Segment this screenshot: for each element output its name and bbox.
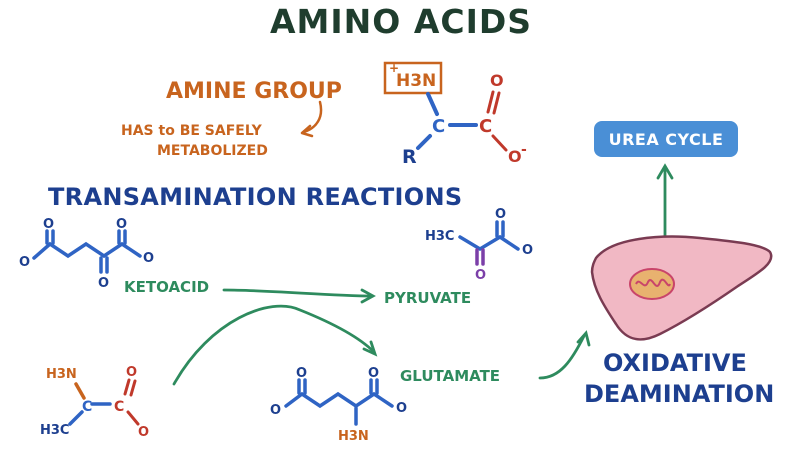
- amine-note-line2: METABOLIZED: [157, 143, 268, 159]
- ketoacid-o-right-top: O: [116, 217, 127, 232]
- oxidative-line2: DEAMINATION: [584, 380, 775, 408]
- amine-highlight-box: [383, 61, 443, 95]
- ketoacid-o-left-top: O: [43, 217, 54, 232]
- pyruvate-o-ketone: O: [475, 268, 486, 283]
- pyruvate-label: PYRUVATE: [384, 289, 472, 307]
- ketoacid-structure: [32, 229, 142, 274]
- amine-label: H3N: [396, 71, 436, 91]
- amine-note-line1: HAS to BE SAFELY: [121, 123, 262, 139]
- pyruvate-o-minus: O: [522, 243, 533, 258]
- alpha-carbon: C: [432, 116, 445, 137]
- glutamate-structure: [284, 378, 394, 426]
- alanine-o-minus: O: [138, 425, 149, 440]
- ketoacid-o-right: O: [143, 251, 154, 266]
- transamination-arrows: [172, 163, 674, 386]
- carboxylate-oxygen: O: [508, 147, 522, 166]
- transamination-heading: TRANSAMINATION REACTIONS: [48, 183, 463, 211]
- glutamate-o-left: O: [270, 403, 281, 418]
- glutamate-o-left-top: O: [296, 366, 307, 381]
- carboxylate-charge: -: [521, 142, 527, 158]
- pyruvate-o-top: O: [495, 207, 506, 222]
- carboxyl-carbon: C: [479, 116, 492, 137]
- ketoacid-o-left: O: [19, 255, 30, 270]
- urea-cycle-box: UREA CYCLE: [594, 121, 738, 157]
- glutamate-label: GLUTAMATE: [400, 367, 501, 385]
- carbonyl-oxygen: O: [490, 71, 504, 90]
- pyruvate-structure: [458, 220, 520, 252]
- glutamate-amine: H3N: [338, 429, 369, 444]
- amine-group-heading: AMINE GROUP: [166, 79, 342, 104]
- ketoacid-o-ketone: O: [98, 276, 109, 291]
- amine-charge: +: [389, 61, 399, 75]
- amine-note-arrow: [302, 100, 323, 134]
- alanine-structure: [68, 378, 140, 426]
- alanine-methyl: H3C: [40, 423, 69, 438]
- oxidative-line1: OXIDATIVE: [603, 349, 747, 377]
- ketoacid-label: KETOACID: [124, 278, 210, 296]
- glutamate-o-right: O: [396, 401, 407, 416]
- bond-n-c: [426, 92, 439, 116]
- alanine-amine: H3N: [46, 367, 77, 382]
- alanine-c-alpha: C: [82, 399, 92, 415]
- generic-amino-acid: + H3N C R C O O -: [383, 61, 527, 168]
- pyruvate-methyl: H3C: [425, 229, 454, 244]
- alanine-c-carboxyl: C: [114, 399, 124, 415]
- liver-icon: [590, 235, 773, 341]
- page-title: AMINO ACIDS: [270, 2, 533, 41]
- r-group: R: [402, 146, 417, 168]
- bond-c-r: [416, 134, 432, 150]
- alanine-o-top: O: [126, 365, 137, 380]
- glutamate-o-right-top: O: [368, 366, 379, 381]
